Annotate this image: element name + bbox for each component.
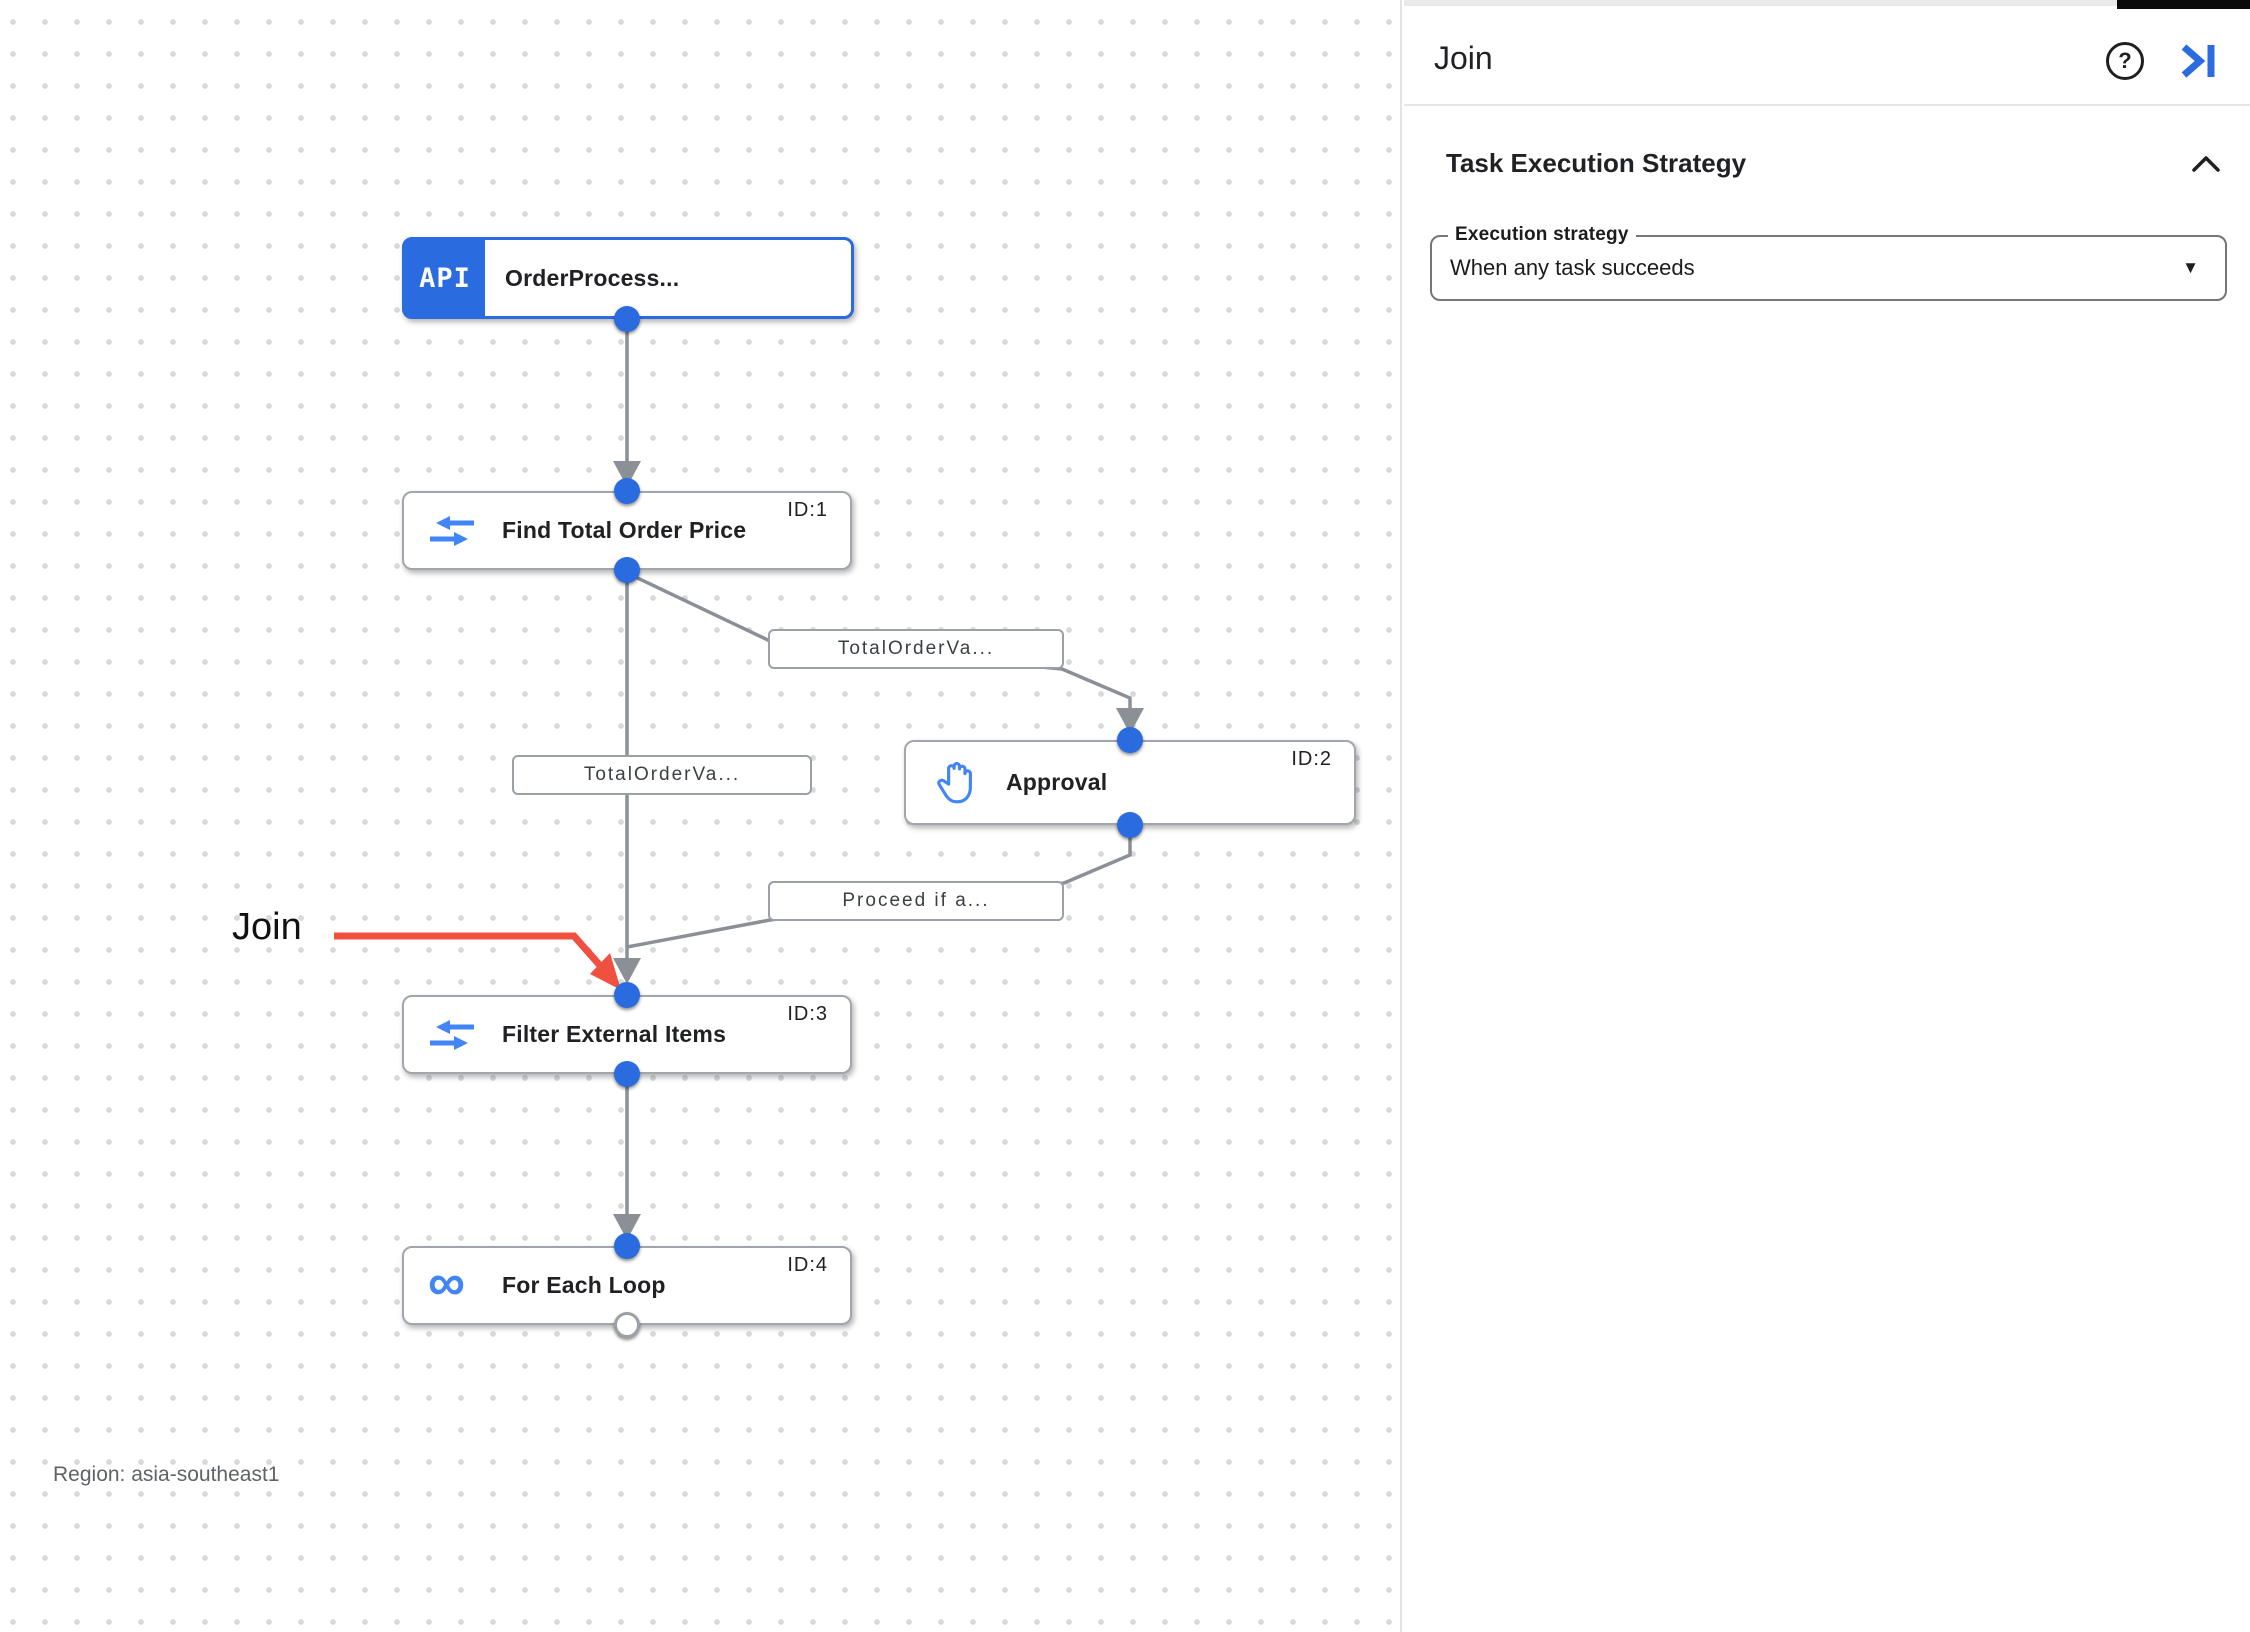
node-label: Filter External Items (502, 1021, 727, 1047)
panel-top-strip (1404, 0, 2250, 6)
edge-label-proceed-if[interactable]: Proceed if a... (768, 881, 1064, 921)
node-filter-external-items[interactable]: Filter External Items ID:3 (402, 995, 852, 1074)
edge-label-total-order-value-left[interactable]: TotalOrderVa... (512, 755, 812, 795)
help-icon[interactable]: ? (2106, 42, 2144, 80)
workflow-canvas[interactable]: API OrderProcess... Find Total Order Pri… (0, 0, 1400, 1632)
panel-top-bar (2117, 0, 2250, 9)
for-each-loop-icon: ∞ (428, 1253, 466, 1312)
join-annotation-label: Join (232, 906, 302, 948)
data-mapping-icon (428, 997, 476, 1072)
node-find-total-order-price[interactable]: Find Total Order Price ID:1 (402, 491, 852, 570)
section-title: Task Execution Strategy (1446, 148, 1747, 178)
node-label: Find Total Order Price (502, 517, 747, 543)
edge-label-total-order-value-right[interactable]: TotalOrderVa... (768, 629, 1064, 669)
port-filter-in[interactable] (614, 982, 640, 1008)
execution-strategy-value: When any task succeeds (1450, 255, 1695, 280)
config-panel: Join ? Task Execution Strategy Execution… (1400, 0, 2250, 1632)
port-trigger-out[interactable] (614, 306, 640, 332)
node-label: OrderProcess... (505, 264, 680, 291)
execution-strategy-label: Execution strategy (1448, 224, 1636, 246)
port-foreach-in[interactable] (614, 1233, 640, 1259)
node-id: ID:4 (787, 1254, 828, 1276)
panel-divider (1404, 104, 2250, 106)
port-foreach-out[interactable] (614, 1312, 640, 1338)
execution-strategy-select[interactable]: Execution strategy When any task succeed… (1430, 224, 2227, 301)
port-filter-out[interactable] (614, 1061, 640, 1087)
node-id: ID:1 (787, 499, 828, 521)
node-id: ID:3 (787, 1003, 828, 1025)
dropdown-caret-icon: ▼ (2182, 258, 2199, 277)
port-approval-in[interactable] (1117, 727, 1143, 753)
node-api-trigger[interactable]: API OrderProcess... (402, 237, 854, 319)
region-label: Region: asia-southeast1 (53, 1463, 280, 1486)
join-annotation-arrow (334, 932, 621, 990)
node-label: Approval (1006, 769, 1108, 795)
panel-title: Join (1434, 40, 1493, 76)
collapse-panel-icon[interactable] (2178, 42, 2220, 80)
port-find-out[interactable] (614, 557, 640, 583)
chevron-up-icon[interactable] (2190, 154, 2222, 179)
node-label: For Each Loop (502, 1272, 666, 1298)
node-id: ID:2 (1291, 748, 1332, 770)
edge-layer (334, 319, 1144, 1240)
data-mapping-icon (428, 493, 476, 568)
port-approval-out[interactable] (1117, 812, 1143, 838)
api-trigger-badge: API (405, 240, 485, 316)
port-find-in[interactable] (614, 478, 640, 504)
approval-hand-icon (936, 742, 978, 823)
